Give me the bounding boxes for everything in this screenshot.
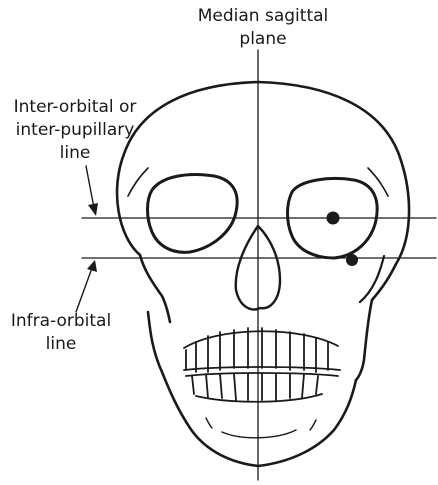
inter-orbital-label: Inter-orbital or inter-pupillary line (0, 96, 150, 165)
left-temporal-line (128, 168, 148, 196)
chin-mark-right (310, 420, 316, 430)
inter-orbital-arrowhead (88, 203, 98, 216)
lower-teeth (186, 373, 338, 402)
skull-right-zygomatic (360, 256, 384, 302)
skull-left-cheek (140, 255, 170, 322)
chin-mark-left (206, 418, 212, 428)
median-sagittal-plane-label: Median sagittal plane (168, 5, 358, 51)
upper-teeth (184, 328, 340, 372)
median-sagittal-label-line-2: plane (168, 28, 358, 51)
infra-orbital-label: Infra-orbital line (0, 310, 122, 356)
median-sagittal-label-line-1: Median sagittal (168, 5, 358, 28)
infra-orbital-arrow (76, 268, 92, 312)
infra-orbital-arrowhead (87, 260, 97, 272)
infra-orbital-label-line-2: line (0, 333, 122, 356)
infra-orbital-label-line-1: Infra-orbital (0, 310, 122, 333)
skull-cranium-outline (117, 82, 409, 300)
left-orbit (148, 175, 238, 253)
infra-orbital-point (346, 254, 358, 266)
inter-orbital-arrow (86, 166, 94, 208)
skull-right-ramus (356, 300, 372, 380)
chin-detail (222, 430, 296, 438)
inter-orbital-label-line-2: inter-pupillary (0, 119, 150, 142)
pupil-point (327, 212, 340, 225)
inter-orbital-label-line-1: Inter-orbital or (0, 96, 150, 119)
inter-orbital-label-line-3: line (0, 142, 150, 165)
skull-left-jaw (148, 312, 356, 466)
